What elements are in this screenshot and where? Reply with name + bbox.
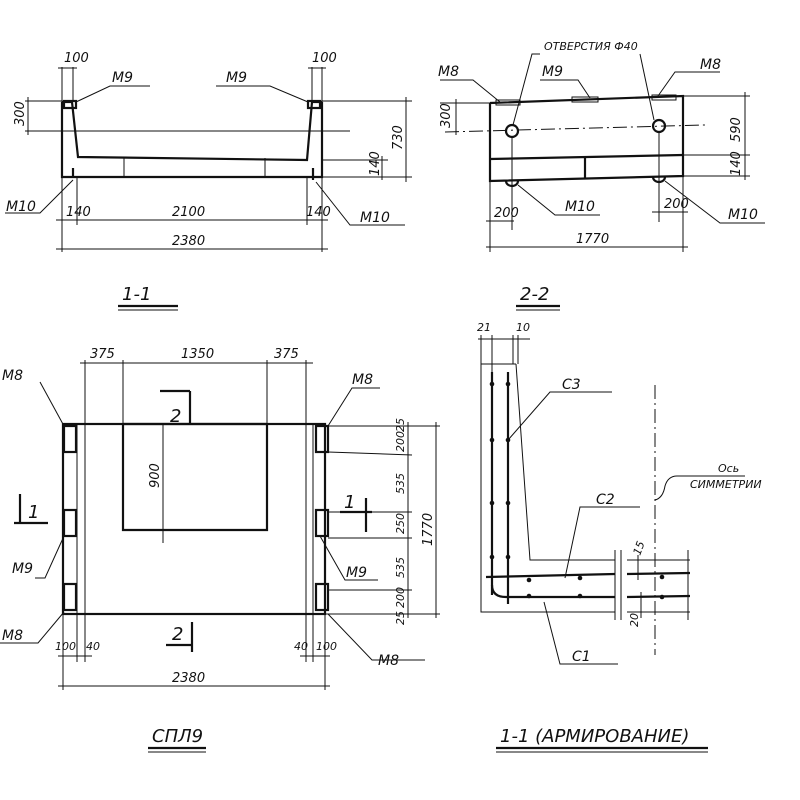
dim-1770: 1770 — [576, 232, 609, 247]
holes-note: ОТВЕРСТИЯ Ф40 — [544, 40, 638, 53]
dim-535-bottom: 535 — [394, 557, 407, 578]
label-m9-right: M9 — [346, 565, 367, 581]
dim-375-right: 375 — [274, 347, 299, 362]
dim-20: 20 — [628, 613, 641, 627]
dim-2380: 2380 — [172, 671, 205, 686]
label-m10-left: M10 — [565, 199, 595, 215]
section-mark-1-left: 1 — [28, 502, 39, 523]
dim-25-bottom: 25 — [394, 611, 407, 625]
section-2-2-outline — [488, 94, 685, 183]
plan-view: 375 1350 375 900 M8 M9 M8 M8 M9 M8 2 1 1… — [0, 347, 440, 753]
label-m9: M9 — [542, 64, 563, 80]
hole-left — [504, 123, 520, 139]
dim-590: 590 — [729, 117, 744, 142]
reinforcement-title: 1-1 (АРМИРОВАНИЕ) — [500, 726, 689, 747]
dim-900: 900 — [148, 463, 163, 488]
dim-100-left: 100 — [55, 640, 76, 653]
label-m9-left: M9 — [112, 70, 133, 86]
dim-300: 300 — [439, 103, 454, 128]
section-1-1-title: 1-1 — [122, 284, 151, 305]
dim-535-top: 535 — [394, 473, 407, 494]
dim-25-top: 25 — [394, 418, 407, 432]
dim-250: 250 — [394, 513, 407, 534]
dim-1350: 1350 — [181, 347, 214, 362]
section-2-2-title: 2-2 — [520, 284, 549, 305]
label-m9-right: M9 — [226, 70, 247, 86]
dim-15: 15 — [631, 539, 648, 557]
label-m8-top-right: M8 — [352, 372, 373, 388]
reinforcement-section: 21 10 15 20 С3 С2 С1 Ось СИММЕТРИИ 1-1 (… — [477, 321, 762, 753]
section-mark-2-bottom: 2 — [172, 624, 183, 645]
dim-21: 21 — [477, 321, 491, 334]
label-m8-bottom-right: M8 — [378, 653, 399, 669]
plan-outline — [61, 422, 330, 616]
label-c2: С2 — [596, 492, 615, 508]
dim-2100: 2100 — [172, 205, 205, 220]
label-m10-right: M10 — [360, 210, 390, 226]
section-mark-2-top: 2 — [170, 406, 181, 427]
label-m8-right: M8 — [700, 57, 721, 73]
dim-730: 730 — [391, 125, 406, 150]
dim-300: 300 — [13, 101, 28, 126]
dim-40-right: 40 — [294, 640, 308, 653]
dim-2380: 2380 — [172, 234, 205, 249]
dim-10: 10 — [516, 321, 530, 334]
dim-140-height: 140 — [368, 151, 383, 176]
dim-140-right: 140 — [306, 205, 331, 220]
label-m10-left: M10 — [6, 199, 36, 215]
label-c1: С1 — [572, 649, 591, 665]
dim-40-left: 40 — [86, 640, 100, 653]
label-axis-line2: СИММЕТРИИ — [690, 478, 762, 491]
label-c3: С3 — [562, 377, 581, 393]
dim-140-left: 140 — [66, 205, 91, 220]
label-m9-left: M9 — [12, 561, 33, 577]
plan-view-title: СПЛ9 — [152, 726, 203, 747]
dim-200-left: 200 — [494, 206, 519, 221]
section-mark-1-right: 1 — [344, 492, 355, 513]
dim-100-right: 100 — [312, 51, 337, 66]
section-1-1-outline — [60, 99, 324, 180]
reinforcement-outline — [480, 363, 691, 655]
dim-140: 140 — [729, 151, 744, 176]
dim-100-right: 100 — [316, 640, 337, 653]
label-m8-left: M8 — [438, 64, 459, 80]
dim-375-left: 375 — [90, 347, 115, 362]
section-2-2: ОТВЕРСТИЯ Ф40 M8 M9 M8 300 590 140 200 2… — [438, 40, 765, 311]
label-m10-right: M10 — [728, 207, 758, 223]
section-1-1: 100 100 M9 M9 300 730 140 M10 M10 140 21… — [5, 51, 412, 311]
label-m8-bottom-left: M8 — [2, 628, 23, 644]
dim-1770: 1770 — [421, 513, 436, 546]
label-axis-line1: Ось — [718, 462, 739, 475]
dim-200-bottom: 200 — [394, 587, 407, 608]
dim-100-left: 100 — [64, 51, 89, 66]
dim-200-top: 200 — [394, 431, 407, 452]
label-m8-top-left: M8 — [2, 368, 23, 384]
dim-200-right: 200 — [664, 197, 689, 212]
